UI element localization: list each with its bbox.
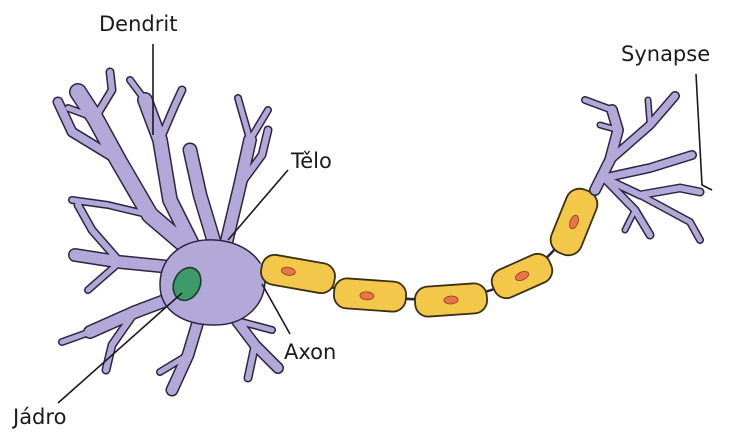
dendrite-label: Dendrit [99, 12, 177, 36]
nucleus-label: Jádro [11, 405, 66, 429]
dendrite-tree [58, 72, 278, 390]
nucleus-leader [58, 293, 182, 403]
myelin-sheath [259, 184, 602, 317]
myelin-segment [488, 250, 557, 303]
axon-label: Axon [284, 340, 336, 364]
body-label: Tělo [290, 149, 332, 173]
axon-terminals [585, 96, 700, 240]
synapse-leader [696, 74, 712, 190]
myelin-segment [414, 283, 488, 318]
myelin-segment [259, 253, 337, 295]
synapse-label: Synapse [621, 42, 710, 66]
myelin-segment [333, 278, 407, 313]
